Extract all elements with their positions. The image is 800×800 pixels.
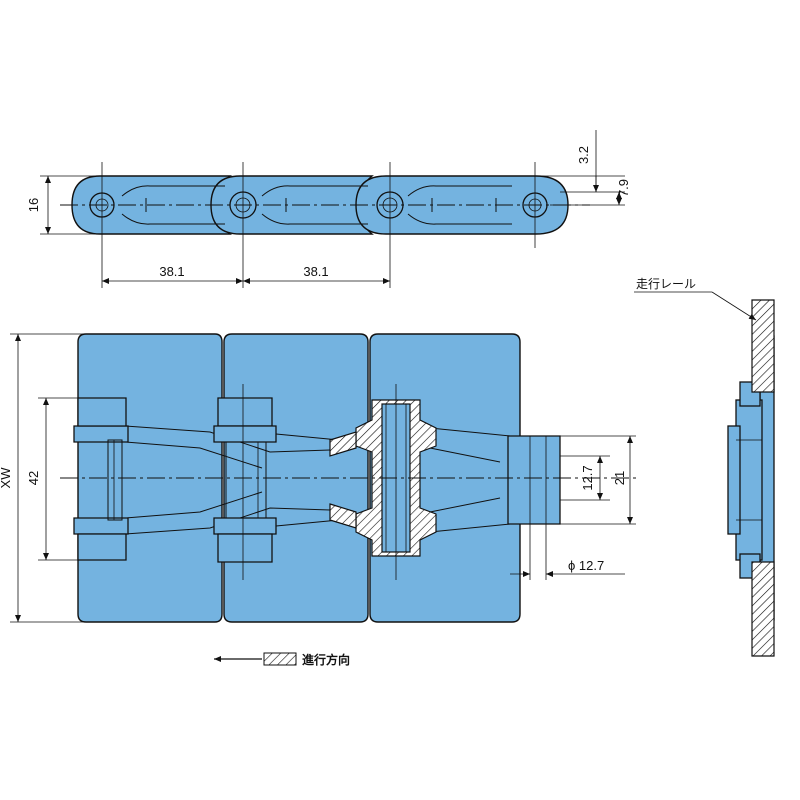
rail-lower <box>751 561 775 657</box>
end-view <box>634 291 775 657</box>
rail-label: 走行レール <box>636 277 696 291</box>
direction-label: 進行方向 <box>302 652 350 667</box>
dim-plate-height: 16 <box>26 198 41 212</box>
dim-pitch-1: 38.1 <box>159 264 184 279</box>
direction-indicator <box>214 652 297 666</box>
side-view <box>40 130 625 288</box>
plan-view <box>10 333 640 623</box>
dim-overall-width: XW <box>0 467 13 489</box>
dim-link-width: 42 <box>26 471 41 485</box>
dim-top-offset: 3.2 <box>576 146 591 164</box>
dim-pitch-2: 38.1 <box>303 264 328 279</box>
dim-pin-height: 7.9 <box>616 179 631 197</box>
dim-inner-width: 21 <box>612 471 627 485</box>
rail-upper <box>751 299 775 393</box>
dim-roller-width: 12.7 <box>580 465 595 490</box>
dim-pin-diameter: ϕ 12.7 <box>568 558 604 573</box>
